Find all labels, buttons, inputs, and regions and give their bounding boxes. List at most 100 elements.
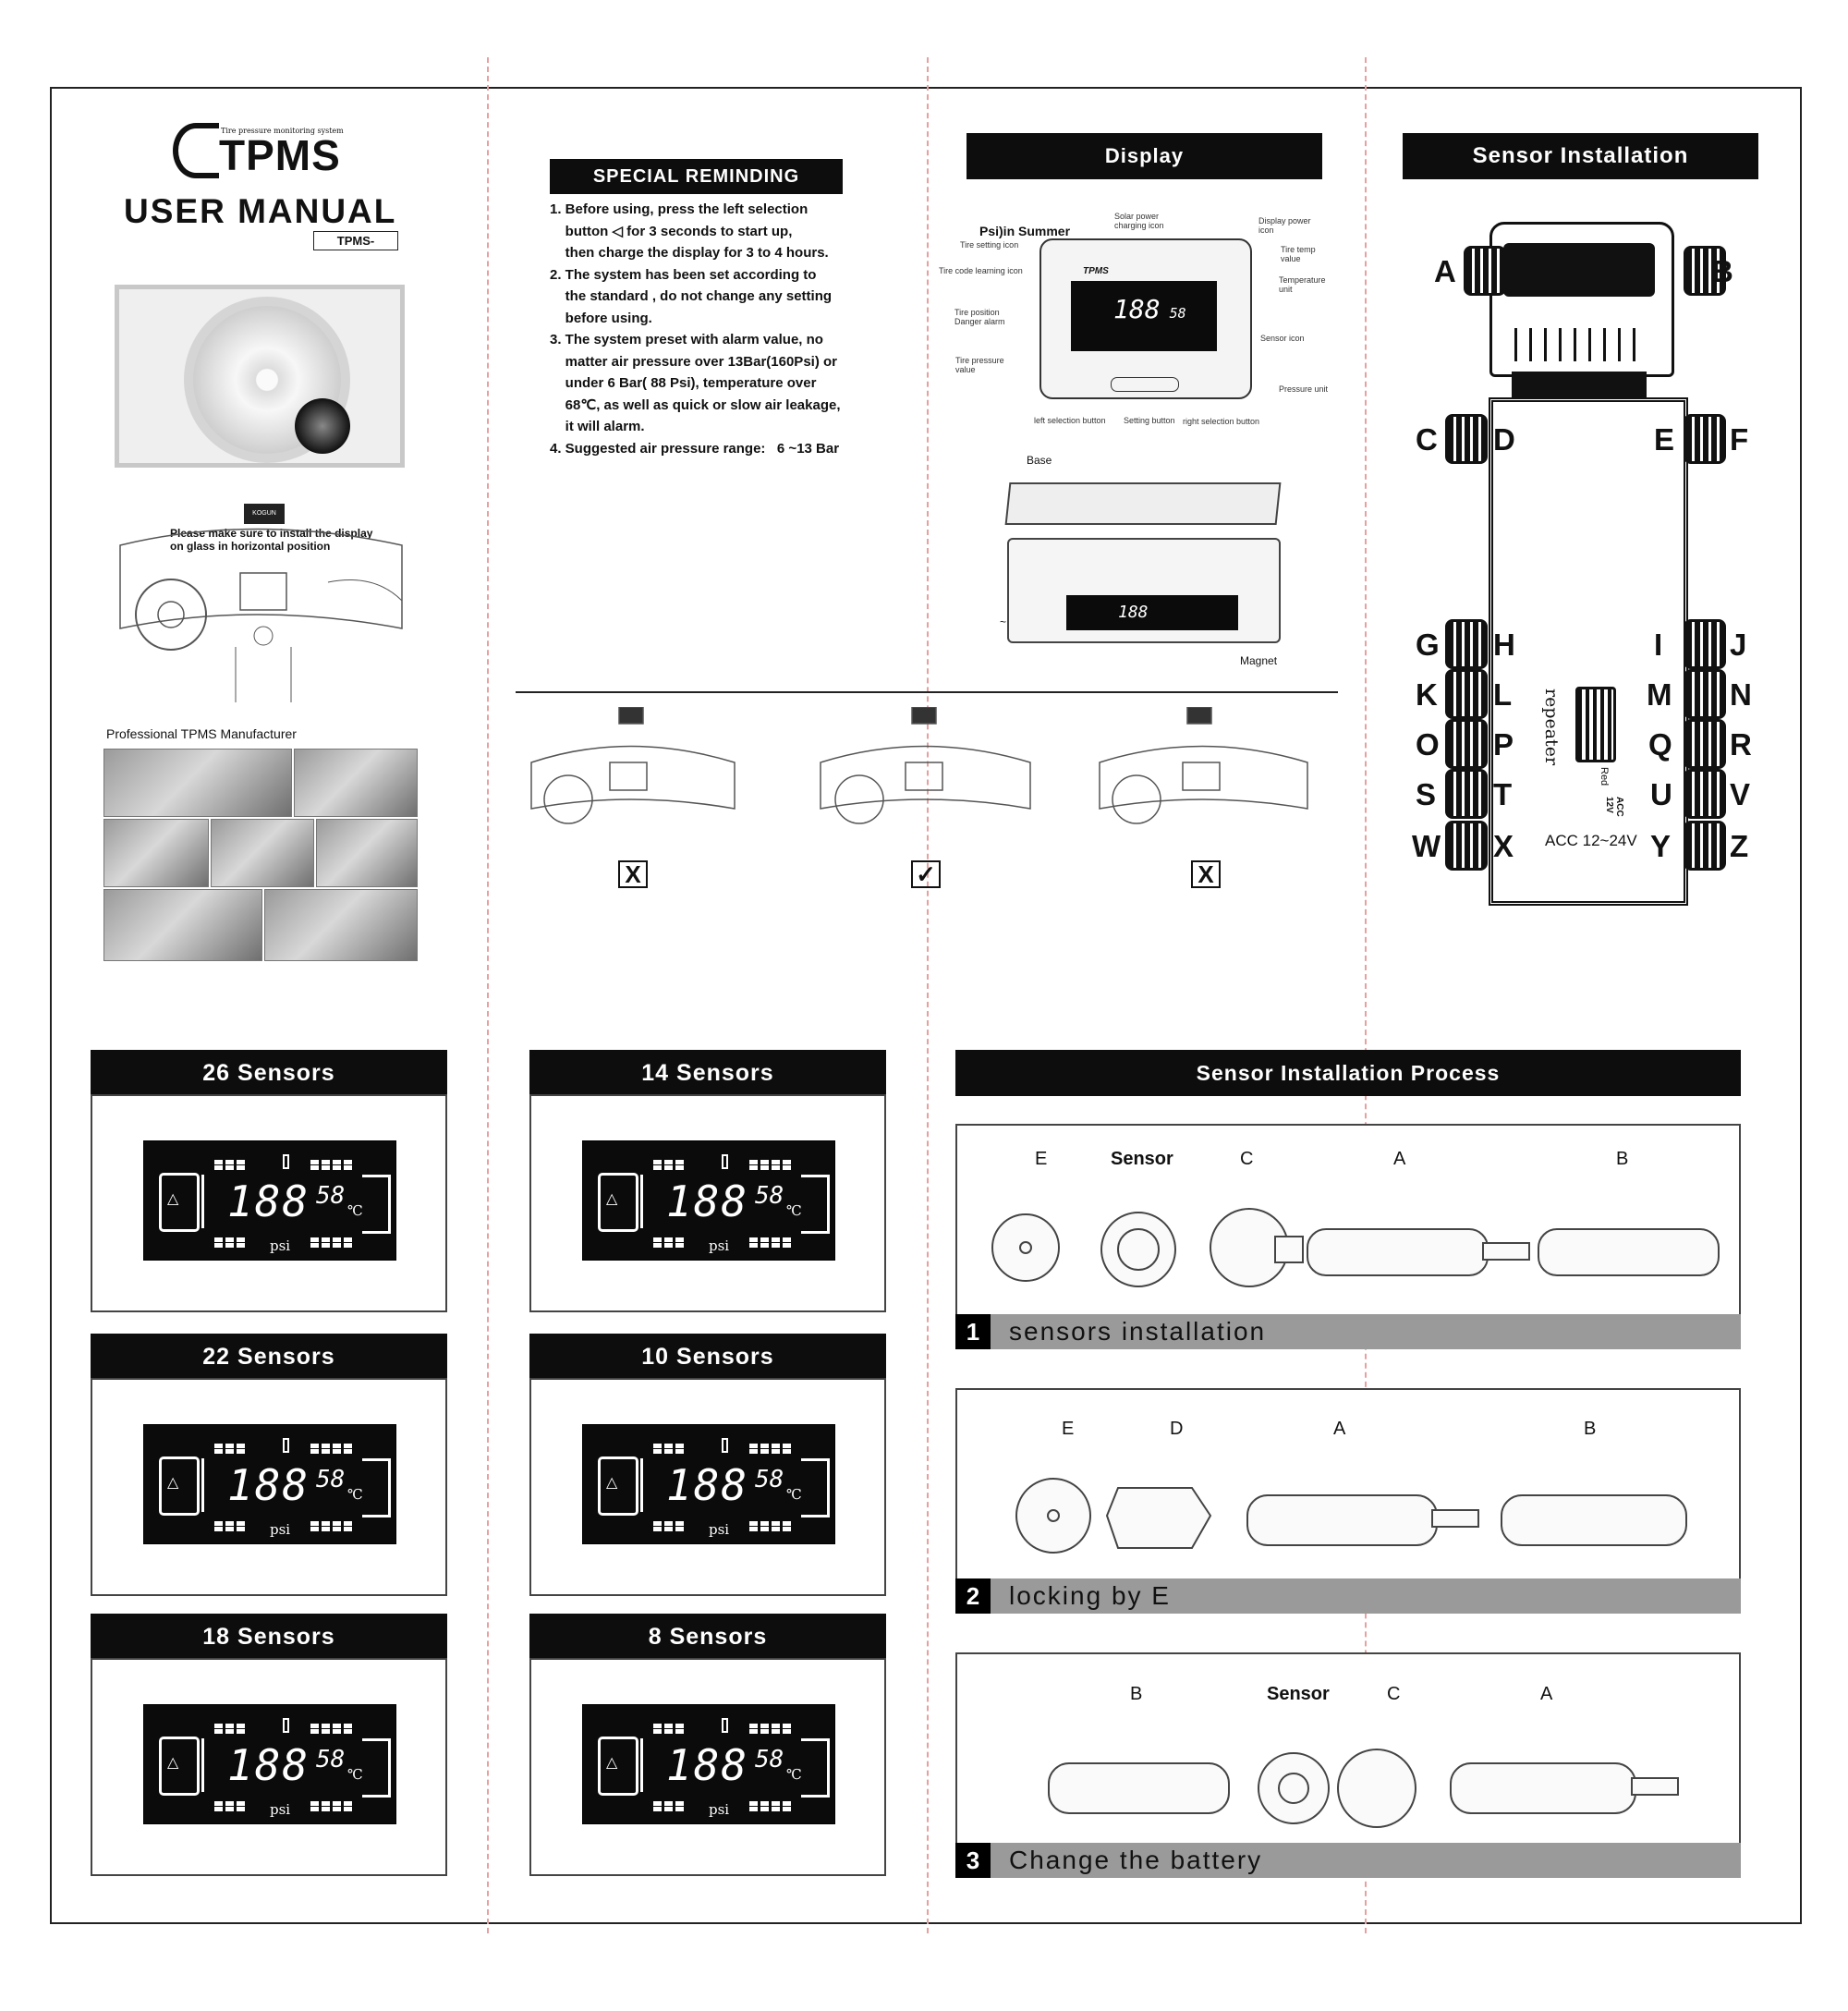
sensor-indicator (783, 1237, 791, 1242)
side-lcd: 188 (1066, 595, 1238, 630)
sensor-indicator (237, 1521, 245, 1526)
sensor-indicator (214, 1243, 223, 1248)
truck-outline-icon (159, 1456, 200, 1516)
reminding-line: 2. The system has been set according to (550, 266, 817, 283)
tire-label: L (1493, 677, 1513, 712)
sensor-indicator (344, 1801, 352, 1806)
sensor-indicator (322, 1237, 330, 1242)
part-label: C (1387, 1684, 1401, 1704)
temperature-value: 58 (755, 1746, 784, 1773)
reminding-line: then charge the display for 3 to 4 hours… (550, 245, 829, 261)
sensor-indicator (749, 1237, 758, 1242)
page-frame (50, 87, 1802, 1924)
part-label: Sensor (1111, 1149, 1173, 1169)
sensor-indicator (214, 1724, 223, 1728)
pressure-value: 188 (666, 1460, 749, 1510)
truck-hitch (1512, 372, 1647, 397)
tire-icon (1445, 769, 1488, 819)
tire-icon (1464, 246, 1506, 296)
reminding-line: 1. Before using, press the left selectio… (550, 201, 808, 217)
tire-icon (1445, 821, 1488, 871)
lcd-screen: △ 188 58 ℃ psi (582, 1140, 835, 1261)
tire-label: Q (1648, 727, 1672, 762)
reminding-line: 4. Suggested air pressure range: 6 ~13 B… (550, 440, 840, 457)
sensor-indicator (760, 1165, 769, 1170)
sensor-indicator (772, 1724, 780, 1728)
reminding-list: 1. Before using, press the left selectio… (550, 199, 864, 459)
sensor-indicator (237, 1444, 245, 1448)
sensor-indicator (310, 1807, 319, 1811)
tire-icon (1684, 414, 1726, 464)
sensor-indicator (749, 1724, 758, 1728)
divider (516, 691, 1338, 693)
part-label: A (1540, 1684, 1553, 1704)
sensor-indicator (225, 1449, 234, 1454)
sensor-indicator (225, 1527, 234, 1531)
pressure-unit: psi (709, 1521, 730, 1538)
sensor-indicator (783, 1165, 791, 1170)
sensor-indicator (214, 1160, 223, 1164)
battery-icon (283, 1438, 289, 1453)
sensor-indicator (333, 1444, 341, 1448)
reminding-line: button ◁ for 3 seconds to start up, (550, 223, 793, 239)
sensor-indicator (760, 1801, 769, 1806)
sensor-indicator (675, 1449, 684, 1454)
sensor-indicator (310, 1243, 319, 1248)
part-label: E (1035, 1149, 1048, 1169)
mini-display-icon: KOGUN (244, 504, 285, 524)
sensor-indicator (653, 1801, 662, 1806)
tire-label: P (1493, 727, 1514, 762)
sensor-indicator (333, 1237, 341, 1242)
part-label: B (1130, 1684, 1143, 1704)
sensor-indicator (772, 1160, 780, 1164)
sensor-indicator (783, 1449, 791, 1454)
factory-photo (103, 889, 262, 961)
battery-icon (722, 1154, 728, 1169)
sensor-indicator (333, 1527, 341, 1531)
sensor-indicator (772, 1807, 780, 1811)
psi-note: Psi)in Summer (979, 224, 1071, 238)
sensor-indicator (653, 1237, 662, 1242)
wrong-position-mark: X (1191, 860, 1221, 888)
part-label: B (1616, 1149, 1629, 1169)
acc-range-label: ACC 12~24V (1545, 832, 1637, 849)
pressure-value: 188 (227, 1740, 310, 1790)
pressure-unit: psi (270, 1801, 291, 1818)
sensor-count-heading: 14 Sensors (529, 1050, 886, 1096)
truck-outline-icon (598, 1173, 638, 1232)
sensor-indicator (749, 1527, 758, 1531)
factory-photo (264, 889, 418, 961)
tire-label: H (1493, 628, 1515, 662)
sensor-indicator (783, 1807, 791, 1811)
reminding-heading: SPECIAL REMINDING (550, 159, 843, 194)
sensor-indicator (237, 1527, 245, 1531)
sensor-indicator (333, 1729, 341, 1734)
sensor-indicator (760, 1237, 769, 1242)
sensor-indicator (237, 1801, 245, 1806)
battery-icon (722, 1718, 728, 1733)
sensor-indicator (225, 1807, 234, 1811)
reminding-line: matter air pressure over 13Bar(160Psi) o… (550, 353, 837, 370)
sensor-indicator (772, 1449, 780, 1454)
repeater-label: repeater (1541, 689, 1562, 766)
sensor-indicator (760, 1807, 769, 1811)
sensor-indicator (772, 1243, 780, 1248)
step-text: Change the battery (1009, 1846, 1263, 1874)
part-label: E (1062, 1419, 1075, 1439)
part-label: A (1393, 1149, 1406, 1169)
model-label: TPMS- (313, 231, 398, 250)
label-display-power: Display power icon (1258, 216, 1311, 235)
process-heading: Sensor Installation Process (955, 1050, 1741, 1096)
sensor-indicator (322, 1243, 330, 1248)
sensor-indicator (675, 1160, 684, 1164)
sensor-indicator (783, 1444, 791, 1448)
sensor-indicator (653, 1729, 662, 1734)
sensor-indicator (760, 1449, 769, 1454)
tire-label: E (1654, 422, 1675, 457)
lcd-screen: △ 188 58 ℃ psi (582, 1704, 835, 1824)
sensor-count-heading: 26 Sensors (91, 1050, 447, 1096)
temperature-unit: ℃ (786, 1486, 802, 1503)
sensor-indicator (664, 1237, 673, 1242)
sensor-indicator (310, 1729, 319, 1734)
pressure-value: 188 (227, 1176, 310, 1226)
